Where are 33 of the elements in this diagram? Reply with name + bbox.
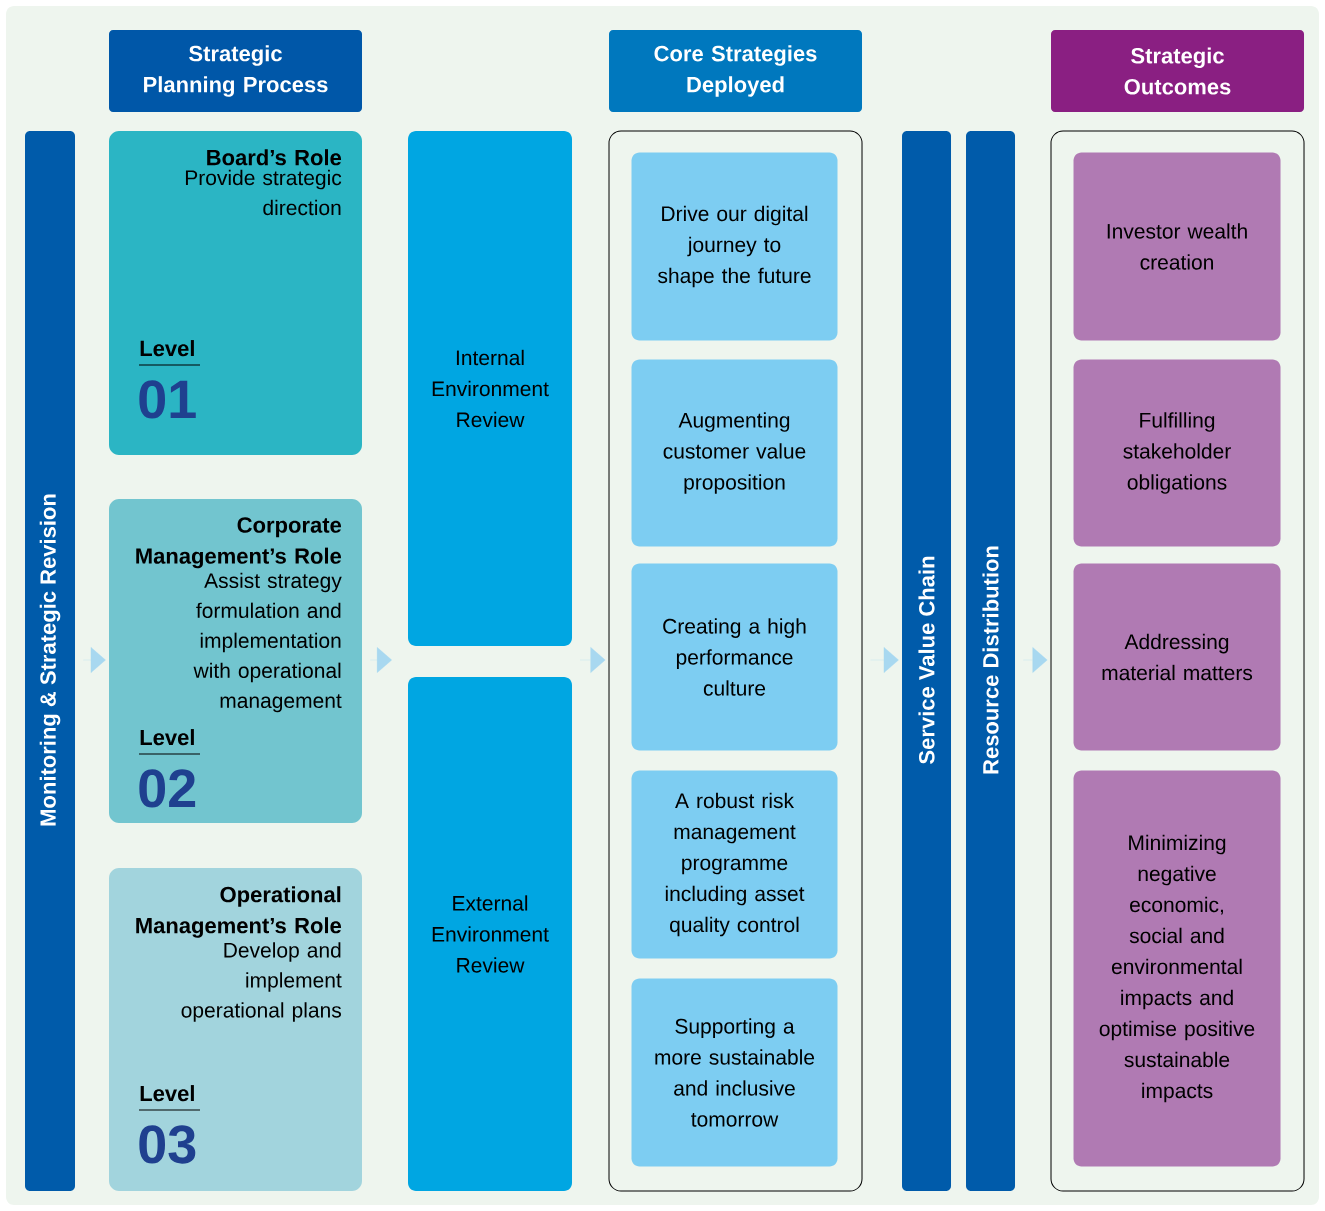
review-box: External Environment Review [408, 677, 572, 1191]
column-header: Strategic Outcomes [1051, 30, 1304, 112]
strategy-box: Creating a high performance culture [631, 563, 838, 751]
outcome-box: Fulfilling stakeholder obligations [1073, 359, 1281, 547]
group-frame [1050, 130, 1305, 1192]
group-frame [608, 130, 863, 1192]
column-header: Core Strategies Deployed [609, 30, 862, 112]
review-box: Internal Environment Review [408, 131, 572, 646]
vertical-bar: Resource Distribution [966, 131, 1015, 1191]
strategy-box: A robust risk management programme including asset quality control [631, 770, 838, 959]
level-number: 02 [139, 769, 196, 808]
arrow [579, 647, 606, 673]
column-header: Strategic Planning Process [109, 30, 362, 112]
level-card: Board’s Role Provide strategic direction Level 01 [109, 131, 362, 455]
strategy-box: Drive our digital journey to shape the future [631, 152, 838, 341]
arrow [1023, 647, 1048, 673]
level-label: Level [140, 729, 194, 746]
level-number: 01 [139, 380, 196, 419]
level-label: Level [140, 340, 194, 357]
arrow [83, 647, 106, 673]
outcome-box: Minimizing negative economic, social and environmental impacts and optimise positive sustainable impacts [1073, 770, 1281, 1167]
vertical-bar: Monitoring & Strategic Revision [25, 131, 75, 1191]
level-number: 03 [139, 1125, 196, 1164]
outcome-box: Investor wealth creation [1073, 152, 1281, 341]
level-card: Corporate Management’s Role Assist strategy formulation and implementation with operational management Level 02 [109, 499, 362, 823]
arrow [870, 647, 899, 673]
strategy-box: Augmenting customer value proposition [631, 359, 838, 547]
vertical-bar: Service Value Chain [902, 131, 951, 1191]
strategy-box: Supporting a more sustainable and inclusive tomorrow [631, 978, 838, 1167]
outcome-box: Addressing material matters [1073, 563, 1281, 751]
level-card: Operational Management’s Role Develop and implement operational plans Level 03 [109, 868, 362, 1191]
level-label: Level [140, 1085, 194, 1102]
arrow [370, 647, 392, 673]
